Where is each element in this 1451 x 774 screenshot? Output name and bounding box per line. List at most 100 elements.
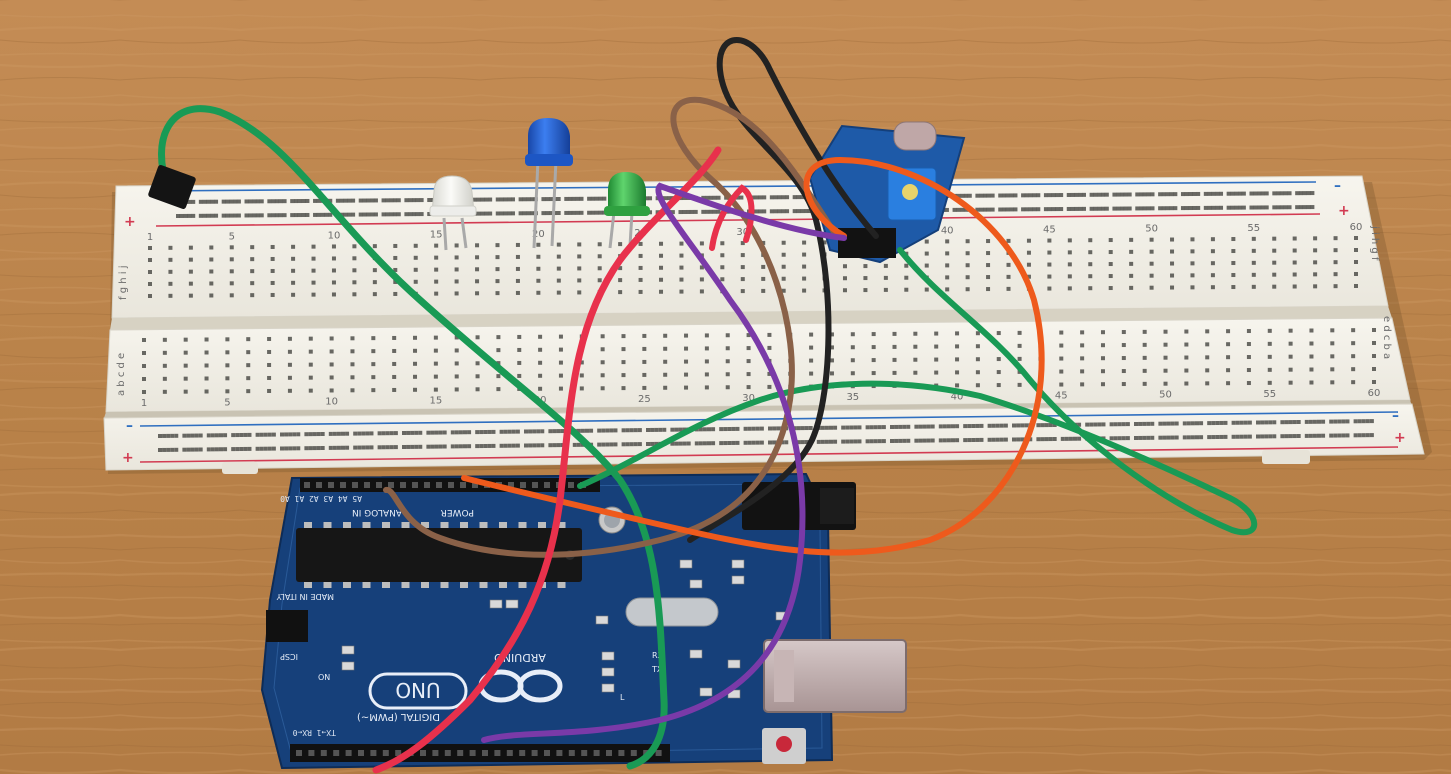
breadboard-rail-hole bbox=[1239, 420, 1244, 425]
breadboard-rail-hole bbox=[210, 447, 215, 452]
smd-component bbox=[689, 649, 703, 659]
breadboard-hole bbox=[871, 358, 876, 363]
breadboard-rail-hole bbox=[762, 209, 767, 214]
breadboard-hole bbox=[1272, 248, 1277, 253]
jumper-wires bbox=[148, 37, 1258, 774]
breadboard-hole bbox=[496, 387, 501, 392]
breadboard-rail-hole bbox=[629, 442, 634, 447]
breadboard-hole bbox=[761, 240, 766, 245]
breadboard-hole bbox=[1184, 381, 1189, 386]
breadboard-hole bbox=[975, 357, 980, 362]
breadboard-rail-hole bbox=[1066, 206, 1071, 211]
breadboard-rail-hole bbox=[1043, 193, 1048, 198]
breadboard-rail-hole bbox=[427, 212, 432, 217]
breadboard-hole bbox=[1088, 238, 1093, 243]
breadboard-rail-hole bbox=[545, 211, 550, 216]
header-pin bbox=[520, 482, 526, 488]
breadboard-rail-hole bbox=[1005, 207, 1010, 212]
breadboard-rail-hole bbox=[637, 428, 642, 433]
breadboard-hole bbox=[392, 374, 397, 379]
chip-pin bbox=[460, 522, 468, 528]
breadboard-rail-hole bbox=[1066, 192, 1071, 197]
breadboard-hole bbox=[1047, 286, 1052, 291]
breadboard-hole bbox=[1059, 356, 1064, 361]
breadboard-rail-hole bbox=[991, 423, 996, 428]
breadboard-rail-hole bbox=[1361, 419, 1366, 424]
breadboard-rail-hole bbox=[707, 427, 711, 432]
breadboard-hole bbox=[291, 280, 296, 285]
breadboard-rail-hole bbox=[1235, 420, 1240, 425]
breadboard-rail-hole bbox=[518, 211, 523, 216]
breadboard-rail-hole bbox=[545, 197, 550, 202]
breadboard-rail-hole bbox=[343, 198, 348, 203]
breadboard-rail-hole bbox=[1089, 422, 1094, 427]
column-label: 40 bbox=[941, 225, 954, 236]
smd-component bbox=[601, 651, 615, 661]
breadboard-hole bbox=[558, 347, 563, 352]
breadboard-rail-hole bbox=[1051, 193, 1056, 198]
breadboard-rail-hole bbox=[1173, 192, 1178, 197]
breadboard-hole bbox=[1184, 355, 1189, 360]
breadboard-rail-hole bbox=[389, 445, 394, 450]
reset-button[interactable] bbox=[776, 736, 792, 752]
bottom-rail-blue-line bbox=[139, 411, 1399, 427]
breadboard-rail-hole bbox=[410, 444, 415, 449]
breadboard-hole bbox=[413, 255, 418, 260]
breadboard-rail-hole bbox=[1312, 433, 1317, 438]
made-in-italy-label: MADE IN ITALY bbox=[276, 592, 334, 601]
breadboard-rail-hole bbox=[849, 439, 854, 444]
usb-b-connector[interactable] bbox=[763, 639, 907, 713]
breadboard-hole bbox=[142, 390, 146, 394]
breadboard-hole bbox=[934, 370, 939, 375]
breadboard-rail-hole bbox=[686, 441, 691, 446]
breadboard-hole bbox=[1184, 368, 1189, 373]
breadboard-rail-hole bbox=[1365, 419, 1370, 424]
breadboard-rail-hole bbox=[1016, 437, 1021, 442]
breadboard-hole bbox=[556, 278, 561, 283]
breadboard-rail-hole bbox=[1165, 192, 1170, 197]
breadboard-rail-hole bbox=[731, 426, 736, 431]
breadboard-rail-hole bbox=[633, 428, 638, 433]
breadboard-rail-hole bbox=[235, 447, 240, 452]
breadboard-rail-hole bbox=[881, 439, 886, 444]
breadboard-hole bbox=[1292, 272, 1297, 277]
breadboard-rail-hole bbox=[575, 210, 580, 215]
breadboard-rail-hole bbox=[1215, 435, 1220, 439]
breadboard-rail-hole bbox=[503, 429, 508, 434]
breadboard-hole bbox=[329, 362, 334, 367]
breadboard-hole bbox=[183, 337, 188, 342]
breadboard-hole bbox=[1129, 261, 1134, 266]
breadboard-rail-hole bbox=[1253, 191, 1258, 196]
breadboard-rail-hole bbox=[781, 195, 786, 200]
breadboard-rail-hole bbox=[1097, 422, 1102, 427]
header-pin bbox=[432, 750, 439, 756]
breadboard-rail-hole bbox=[1215, 205, 1220, 210]
breadboard-rail-hole bbox=[1302, 191, 1307, 196]
breadboard-rail-hole bbox=[296, 432, 301, 437]
breadboard-rail-hole bbox=[248, 213, 253, 218]
breadboard-rail-hole bbox=[1190, 421, 1195, 426]
breadboard-rail-hole bbox=[418, 444, 423, 449]
breadboard-rail-hole bbox=[1253, 205, 1258, 210]
breadboard-hole bbox=[515, 278, 520, 283]
breadboard-hole bbox=[1067, 274, 1072, 279]
breadboard-rail-hole bbox=[1138, 435, 1143, 440]
breadboard-rail-hole bbox=[1195, 421, 1199, 426]
breadboard-rail-hole bbox=[960, 193, 965, 198]
breadboard-rail-hole bbox=[170, 447, 175, 452]
column-label: 60 bbox=[1350, 222, 1363, 233]
breadboard-rail-hole bbox=[495, 197, 500, 202]
breadboard-hole bbox=[229, 269, 234, 274]
breadboard-hole bbox=[434, 267, 439, 272]
breadboard-rail-hole bbox=[524, 429, 528, 434]
breadboard-hole bbox=[1292, 248, 1297, 253]
breadboard-rail-hole bbox=[1117, 436, 1122, 441]
breadboard-rail-hole bbox=[1032, 207, 1037, 212]
breadboard-rail-hole bbox=[1207, 421, 1212, 426]
column-label: 20 bbox=[532, 229, 545, 240]
breadboard-rail-hole bbox=[182, 433, 187, 438]
breadboard-hole bbox=[1354, 284, 1358, 288]
breadboard-rail-hole bbox=[162, 447, 167, 452]
breadboard-hole bbox=[1026, 238, 1031, 243]
breadboard-hole bbox=[577, 278, 582, 283]
